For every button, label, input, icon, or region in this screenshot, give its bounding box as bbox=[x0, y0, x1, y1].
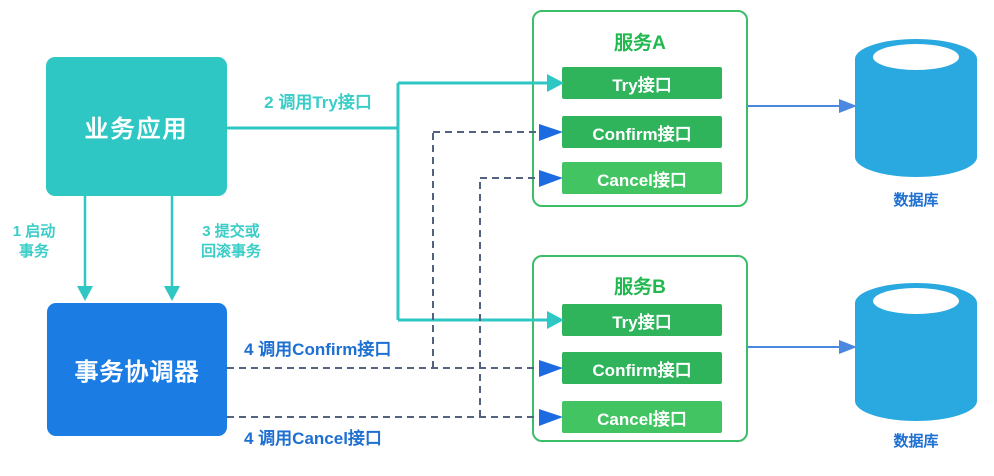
edge-label-start-tx: 1 启动 事务 bbox=[12, 223, 56, 260]
edge-label-call-confirm: 4 调用Confirm接口 bbox=[244, 340, 392, 359]
service-a-panel: 服务A Try接口 Confirm接口 Cancel接口 bbox=[532, 10, 748, 207]
database-label: 数据库 bbox=[893, 192, 939, 209]
service-b-confirm-button: Confirm接口 bbox=[562, 352, 722, 384]
business-app-node: 业务应用 bbox=[46, 57, 227, 196]
edge-label-call-try: 2 调用Try接口 bbox=[264, 93, 372, 112]
database-icon bbox=[855, 37, 977, 179]
edge-label-commit-rollback: 3 提交或 回滚事务 bbox=[200, 223, 261, 260]
edge-label-call-cancel: 4 调用Cancel接口 bbox=[244, 429, 382, 448]
confirm-cancel-dashed-lines bbox=[227, 131, 540, 418]
service-to-database-arrows bbox=[748, 105, 840, 348]
database-icon bbox=[855, 281, 977, 423]
app-to-coordinator-arrowheads bbox=[77, 286, 180, 301]
app-to-coordinator-arrows bbox=[83, 196, 174, 287]
service-b-cancel-button: Cancel接口 bbox=[562, 401, 722, 433]
service-a-title: 服务A bbox=[614, 33, 666, 54]
database-label: 数据库 bbox=[893, 433, 939, 450]
service-b-panel: 服务B Try接口 Confirm接口 Cancel接口 bbox=[532, 255, 748, 442]
service-b-try-button: Try接口 bbox=[562, 304, 722, 336]
try-call-arrows bbox=[227, 81, 548, 322]
service-a-cancel-button: Cancel接口 bbox=[562, 162, 722, 194]
service-a-try-button: Try接口 bbox=[562, 67, 722, 99]
transaction-coordinator-label: 事务协调器 bbox=[74, 359, 200, 386]
service-b-title: 服务B bbox=[614, 277, 666, 298]
service-a-confirm-button: Confirm接口 bbox=[562, 116, 722, 148]
transaction-coordinator-node: 事务协调器 bbox=[47, 303, 227, 436]
business-app-label: 业务应用 bbox=[84, 116, 189, 143]
